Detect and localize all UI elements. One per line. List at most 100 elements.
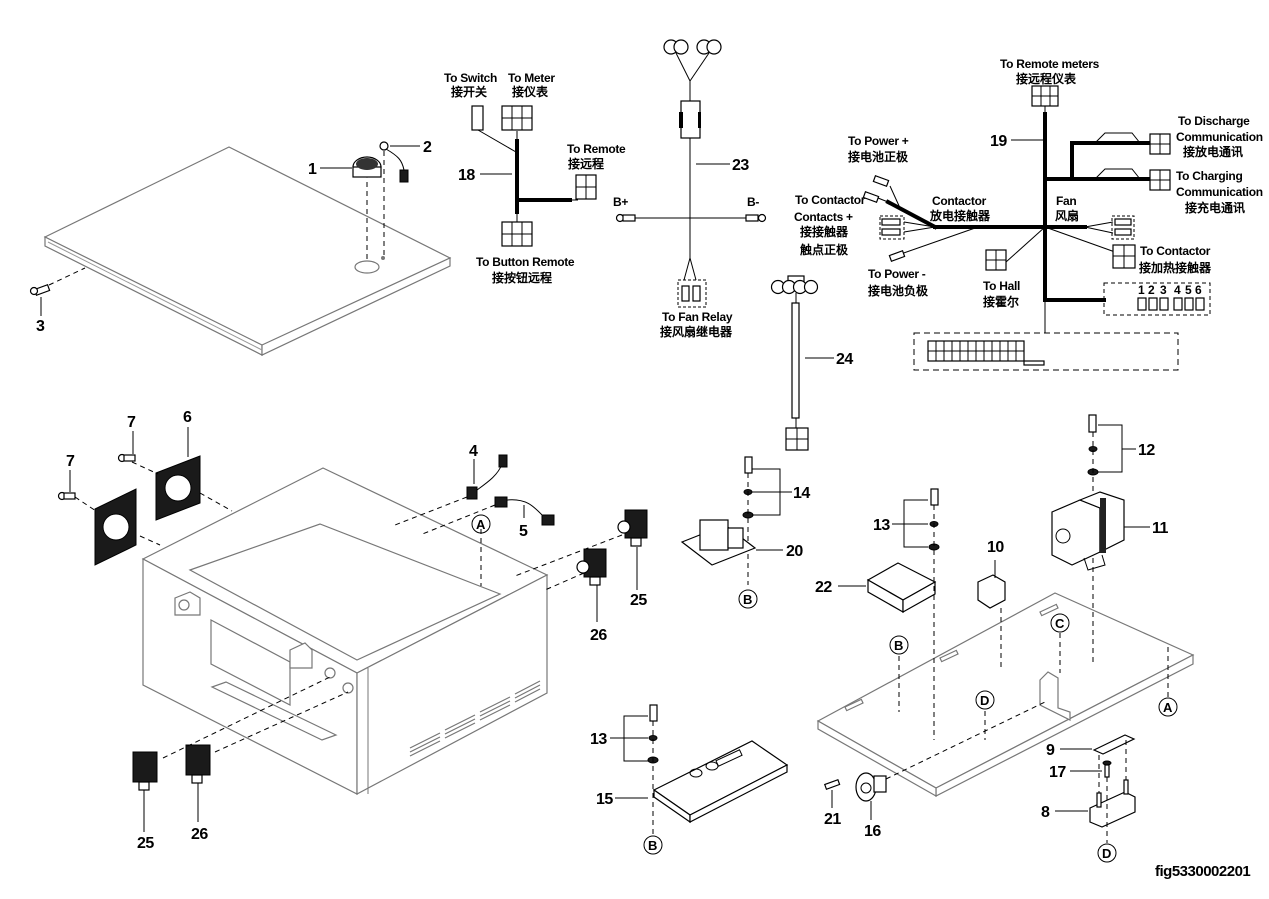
switch-connector — [471, 105, 484, 131]
to-meter-cn-label: 接仪表 — [512, 84, 549, 99]
callout-24: 24 — [836, 351, 853, 368]
ref-d-circle-2 — [1097, 843, 1117, 863]
ref-d-1: D — [980, 693, 989, 708]
callout-13a: 13 — [873, 517, 890, 534]
to-switch-cn-label: 接开关 — [451, 84, 487, 99]
callout-13b: 13 — [590, 731, 607, 748]
meter-gauge — [352, 156, 382, 263]
to-charging-label: To Charging — [1176, 169, 1242, 183]
to-remote-meters-label: To Remote meters — [1000, 57, 1100, 71]
harness-19: To Remote meters 接远程仪表 19 To Discharge C… — [794, 57, 1263, 371]
sensor-26-lower — [185, 744, 211, 784]
to-button-remote-cn-label: 接按钮远程 — [492, 270, 552, 285]
callout-2: 2 — [423, 139, 432, 156]
to-discharge-label: To Discharge — [1178, 114, 1250, 128]
fan-cn-label: 风扇 — [1055, 208, 1079, 223]
main-contactor — [1051, 499, 1101, 566]
ref-b-1: B — [743, 592, 752, 607]
to-power-minus-label: To Power - — [868, 267, 926, 281]
to-remote-meters-cn-label: 接远程仪表 — [1016, 71, 1077, 86]
cooling-fan-lower — [94, 488, 137, 566]
cover-screw — [29, 267, 86, 296]
callout-16: 16 — [864, 823, 881, 840]
charging-communication-label: Communication — [1176, 185, 1263, 199]
b-minus-label: B- — [747, 195, 759, 209]
bottom-tray — [210, 681, 338, 741]
to-button-remote-label: To Button Remote — [476, 255, 575, 269]
part-5-cable — [419, 496, 555, 536]
harness-23: 23 B+ B- To Fan Relay 接风扇继电器 — [613, 39, 767, 339]
to-hall-label: To Hall — [983, 279, 1020, 293]
callout-11: 11 — [1152, 520, 1169, 537]
callout-26b: 26 — [191, 826, 208, 843]
main-enclosure: A 7 7 6 4 — [57, 409, 648, 852]
callout-4: 4 — [469, 443, 478, 460]
callout-3: 3 — [36, 318, 45, 335]
callout-7a: 7 — [66, 453, 75, 470]
pin-2: 2 — [1148, 283, 1155, 297]
pin-1: 1 — [1138, 283, 1145, 297]
top-cover-assembly: 1 2 3 — [29, 139, 452, 356]
callout-22: 22 — [815, 579, 832, 596]
harness-18: To Switch 接开关 To Meter 接仪表 To Remote 接远程… — [444, 71, 626, 285]
to-power-plus-label: To Power + — [848, 134, 909, 148]
pin-3: 3 — [1160, 283, 1167, 297]
main-harness-connector — [913, 332, 1179, 371]
to-contactor-contacts-label: To Contactor — [795, 193, 866, 207]
callout-23: 23 — [732, 157, 749, 174]
to-remote-cn-label: 接远程 — [568, 156, 604, 171]
ref-b-circle-1 — [738, 589, 758, 609]
callout-26a: 26 — [590, 627, 607, 644]
ref-a-circle-1 — [471, 514, 491, 534]
ref-c-circle-1 — [1050, 613, 1070, 633]
callout-19: 19 — [990, 133, 1007, 150]
to-switch-label: To Switch — [444, 71, 497, 85]
charging-cn-label: 接充电通讯 — [1185, 200, 1245, 215]
fan-screw-2 — [117, 453, 136, 463]
pin-21 — [823, 778, 841, 790]
sensor-26-upper — [576, 548, 607, 586]
discharge-communication-label: Communication — [1176, 130, 1263, 144]
top-cover-panel — [43, 146, 452, 356]
current-sensor-16 — [855, 772, 887, 802]
callout-1: 1 — [308, 161, 317, 178]
fan-label: Fan — [1056, 194, 1076, 208]
callout-15: 15 — [596, 791, 613, 808]
sensor-bracket — [1039, 671, 1071, 721]
screw-17 — [1104, 764, 1110, 778]
callout-25a: 25 — [630, 592, 647, 609]
callout-12: 12 — [1138, 442, 1155, 459]
contactor-contacts-cn-label-1: 接接触器 — [800, 224, 849, 239]
ref-a-1: A — [476, 517, 486, 532]
contactor-cn-label: 放电接触器 — [929, 208, 991, 223]
ref-b-circle-2 — [643, 835, 663, 855]
fuse-holder — [680, 100, 701, 139]
fan-connector — [1111, 215, 1135, 240]
fuse-link-9 — [1092, 734, 1136, 755]
to-hall-cn-label: 接霍尔 — [983, 294, 1019, 309]
contactor-label: Contactor — [932, 194, 987, 208]
b-plus-label: B+ — [613, 195, 628, 209]
pin-5: 5 — [1185, 283, 1192, 297]
figure-id: fig5330002201 — [1155, 863, 1250, 880]
callout-8: 8 — [1041, 804, 1050, 821]
ref-a-circle-2 — [1158, 697, 1178, 717]
base-plate-assembly: 22 13 10 12 11 B C — [815, 414, 1195, 863]
ref-c-1: C — [1055, 616, 1065, 631]
to-heat-contactor-label: To Contactor — [1140, 244, 1211, 258]
discharge-cn-label: 接放电通讯 — [1183, 144, 1243, 159]
callout-14: 14 — [793, 485, 810, 502]
sensor-25-lower — [132, 751, 158, 791]
meter-connector — [379, 141, 409, 255]
callout-18: 18 — [458, 167, 475, 184]
pin-4: 4 — [1174, 283, 1181, 297]
callout-5: 5 — [519, 523, 528, 540]
to-fan-relay-cn-label: 接风扇继电器 — [660, 324, 733, 339]
contacts-plus-label: Contacts + — [794, 210, 853, 224]
contactor-coil-connector — [879, 215, 905, 240]
callout-17: 17 — [1049, 764, 1066, 781]
heat-contactor-cn-label: 接加热接触器 — [1139, 260, 1212, 275]
sensor-25-upper — [617, 509, 648, 547]
